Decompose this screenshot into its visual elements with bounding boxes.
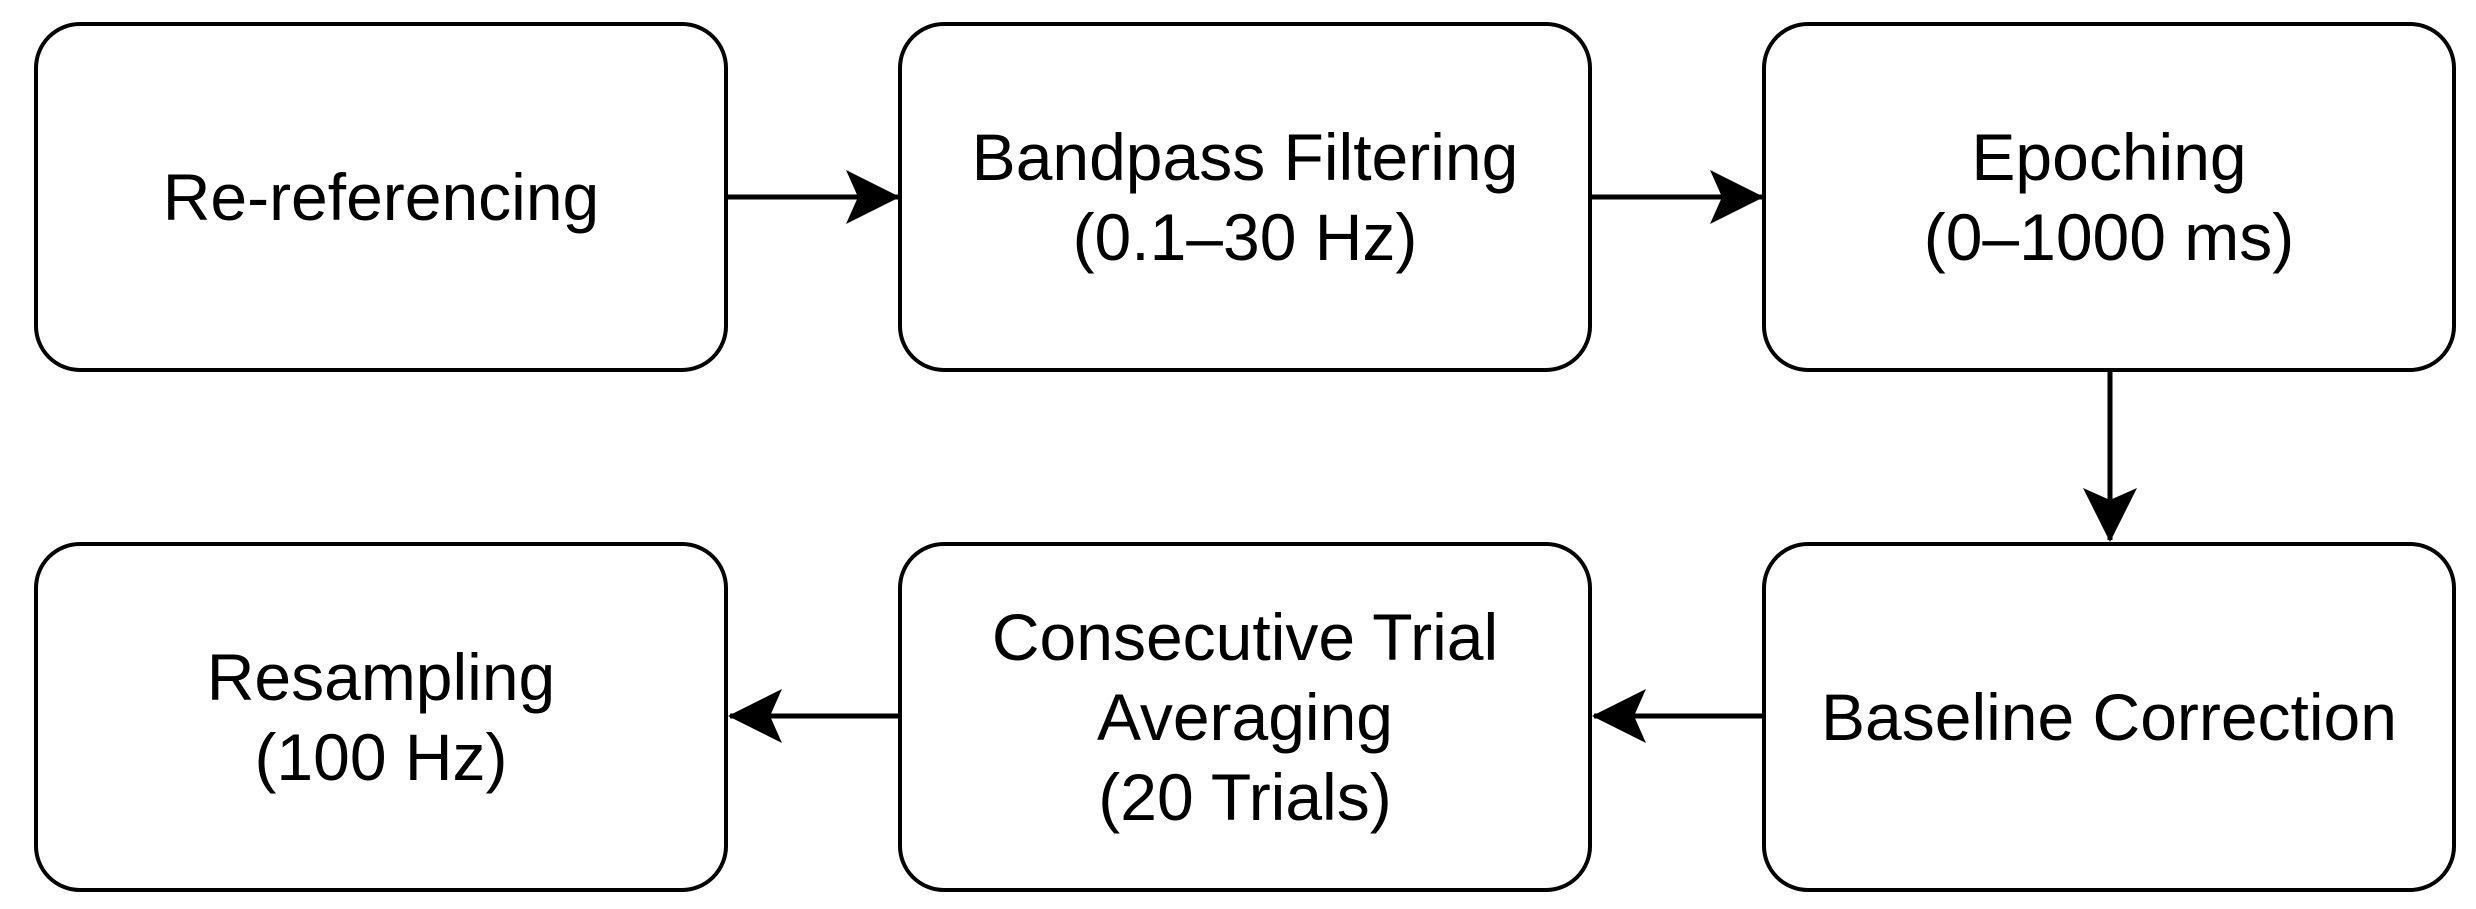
node-sublabel: (20 Trials) [1098, 760, 1392, 834]
node-label: Re-referencing [162, 160, 600, 234]
node-bandpass-filtering: Bandpass Filtering (0.1–30 Hz) [898, 22, 1592, 372]
node-sublabel: (0–1000 ms) [1923, 200, 2295, 274]
node-re-referencing: Re-referencing [34, 22, 728, 372]
node-baseline-correction: Baseline Correction [1762, 542, 2456, 892]
node-consecutive-trial-averaging: Consecutive Trial Averaging (20 Trials) [898, 542, 1592, 892]
node-epoching: Epoching (0–1000 ms) [1762, 22, 2456, 372]
node-sublabel: (0.1–30 Hz) [1072, 200, 1418, 274]
node-label: Consecutive Trial [991, 600, 1499, 674]
arrowhead-right-2 [1710, 170, 1764, 224]
node-label: Baseline Correction [1821, 680, 2397, 754]
node-label: Bandpass Filtering [971, 120, 1519, 194]
arrowhead-right-1 [846, 170, 900, 224]
arrowhead-left-1 [1592, 689, 1646, 743]
node-label: Resampling [206, 640, 556, 714]
arrowhead-down [2083, 488, 2137, 542]
node-label-line-2: Averaging [1096, 680, 1393, 754]
node-sublabel: (100 Hz) [254, 720, 508, 794]
arrowhead-left-2 [728, 689, 782, 743]
node-resampling: Resampling (100 Hz) [34, 542, 728, 892]
node-label: Epoching [1971, 120, 2247, 194]
